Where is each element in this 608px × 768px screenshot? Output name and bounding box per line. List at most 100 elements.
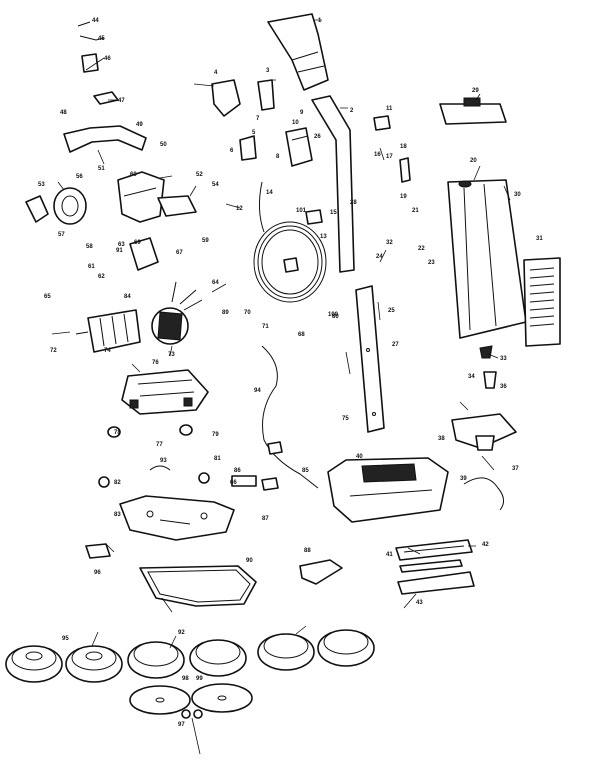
label-42: 42: [482, 542, 489, 548]
bag-adapter-38: [451, 413, 517, 451]
label-39: 39: [460, 476, 467, 482]
label-14: 14: [266, 190, 273, 196]
handle-grip: [267, 13, 329, 91]
label-70: 70: [244, 310, 251, 316]
fan-housing-58: [53, 187, 87, 225]
label-79: 79: [212, 432, 219, 438]
polish-brush-92-left: [257, 633, 315, 671]
label-82: 82: [114, 480, 121, 486]
label-71: 71: [262, 324, 269, 330]
label-24: 24: [376, 254, 383, 260]
brush-sleeve-86: [231, 475, 257, 487]
bag-hook-33: [479, 345, 493, 359]
label-75: 75: [342, 416, 349, 422]
floor-brush-95-right: [65, 645, 123, 683]
label-9: 9: [300, 110, 304, 116]
strain-relief-15: [305, 209, 323, 225]
lower-handle-tube: [355, 285, 385, 433]
label-67: 67: [176, 250, 183, 256]
label-78: 78: [114, 430, 121, 436]
label-43: 43: [416, 600, 423, 606]
label-6: 6: [230, 148, 234, 154]
label-48: 48: [60, 110, 67, 116]
label-34: 34: [468, 374, 475, 380]
felt-pad-right: [191, 683, 253, 713]
label-62: 62: [98, 274, 105, 280]
label-68: 68: [298, 332, 305, 338]
label-17: 17: [386, 154, 393, 160]
label-77: 77: [156, 442, 163, 448]
label-30: 30: [514, 192, 521, 198]
label-97: 97: [178, 722, 185, 728]
label-53: 53: [38, 182, 45, 188]
label-20: 20: [470, 158, 477, 164]
label-2: 2: [350, 108, 354, 114]
nozzle-connector-88: [299, 559, 343, 585]
label-89: 89: [222, 310, 229, 316]
spring-clip-44-45: [77, 21, 105, 41]
label-16: 16: [374, 152, 381, 158]
wheel-carriage-78: [107, 424, 193, 438]
label-45: 45: [98, 36, 105, 42]
switch-plate-5: [239, 135, 257, 161]
label-54: 54: [212, 182, 219, 188]
power-cord-coil: [253, 181, 327, 303]
label-90: 90: [246, 558, 253, 564]
latch-34: [483, 371, 497, 389]
spring-assembly-82: [98, 465, 210, 488]
label-58: 58: [86, 244, 93, 250]
label-10: 10: [292, 120, 299, 126]
bumper-guard-49: [63, 125, 147, 153]
scrub-brush-92-left: [127, 641, 185, 679]
bumper-strip-90: [139, 565, 257, 607]
pad-fasteners-97: [181, 709, 203, 719]
label-37: 37: [512, 466, 519, 472]
label-36: 36: [500, 384, 507, 390]
label-18: 18: [400, 144, 407, 150]
scrub-brush-92-right: [189, 639, 247, 677]
label-25: 25: [388, 308, 395, 314]
label-11: 11: [386, 106, 393, 112]
bracket-47: [93, 91, 119, 105]
label-50: 50: [160, 142, 167, 148]
label-91: 91: [116, 248, 123, 254]
label-1: 1: [318, 18, 322, 24]
label-8: 8: [276, 154, 280, 160]
label-41: 41: [386, 552, 393, 558]
label-64: 64: [212, 280, 219, 286]
label-81: 81: [214, 456, 221, 462]
label-26: 26: [314, 134, 321, 140]
label-22: 22: [418, 246, 425, 252]
label-5: 5: [252, 130, 256, 136]
label-100: 100: [328, 312, 339, 318]
label-47: 47: [118, 98, 125, 104]
label-27: 27: [392, 342, 399, 348]
label-63: 63: [118, 242, 125, 248]
label-12: 12: [236, 206, 243, 212]
label-95: 95: [62, 636, 69, 642]
label-23: 23: [428, 260, 435, 266]
label-44: 44: [92, 18, 99, 24]
label-3: 3: [266, 68, 270, 74]
label-4: 4: [214, 70, 218, 76]
label-59: 59: [202, 238, 209, 244]
dust-bag: [447, 179, 527, 339]
belt-17: [399, 559, 463, 573]
label-38: 38: [438, 436, 445, 442]
label-101: 101: [296, 208, 307, 214]
motor-shroud-60: [117, 171, 165, 223]
label-66: 66: [230, 480, 237, 486]
motor-field-73: [151, 281, 203, 345]
polish-brush-92-right: [317, 629, 375, 667]
label-83: 83: [114, 512, 121, 518]
motor-cord-94: [261, 345, 319, 491]
label-19: 19: [400, 194, 407, 200]
label-80: 80: [332, 314, 339, 320]
label-73: 73: [168, 352, 175, 358]
motor-armature: [75, 309, 141, 353]
label-13: 13: [320, 234, 327, 240]
switch-lever-4: [211, 79, 241, 117]
label-40: 40: [356, 454, 363, 460]
label-52: 52: [196, 172, 203, 178]
